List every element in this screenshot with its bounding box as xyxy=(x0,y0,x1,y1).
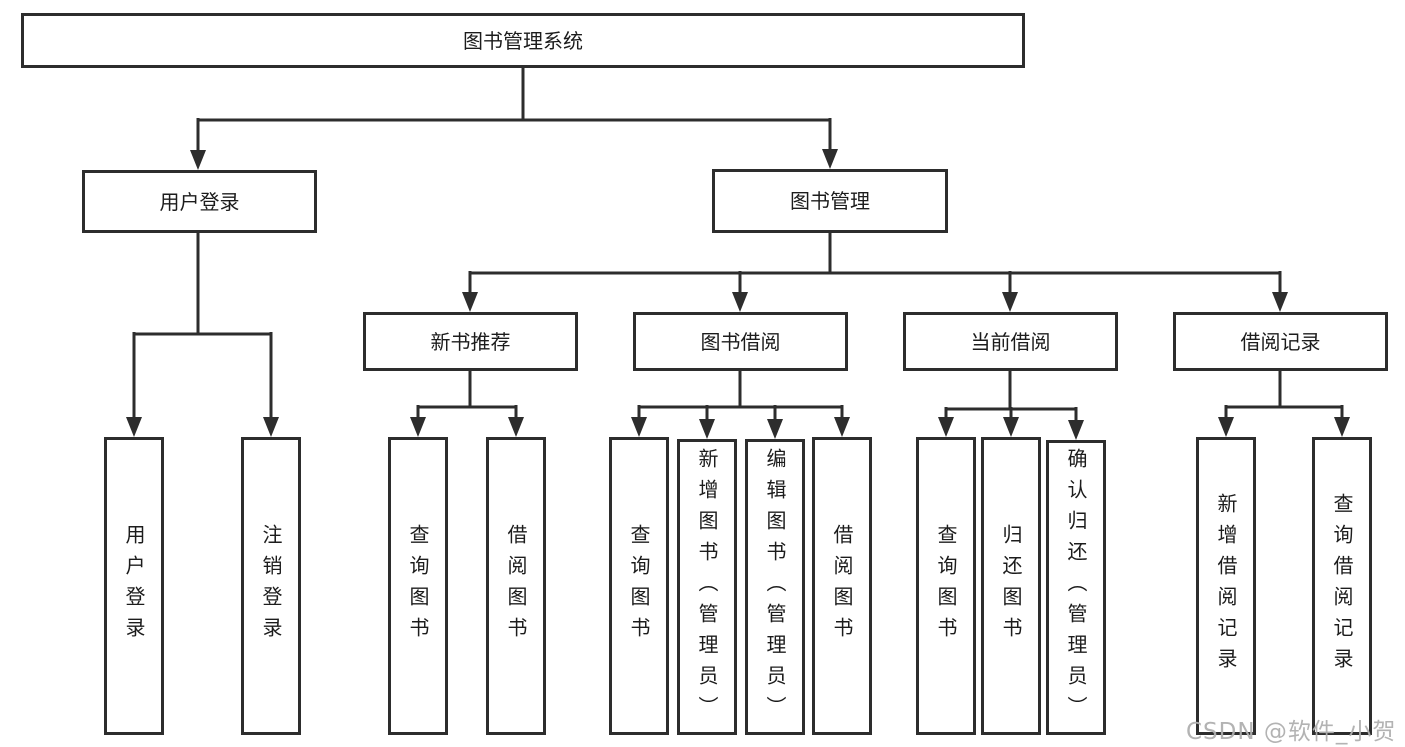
node-label: 借阅记录 xyxy=(1240,329,1321,354)
leaf-query-books-current: 查询图书 xyxy=(916,437,976,735)
node-new-book-recommend: 新书推荐 xyxy=(363,312,578,371)
leaf-add-borrow-record: 新增借阅记录 xyxy=(1196,437,1256,735)
node-book-borrow: 图书借阅 xyxy=(633,312,848,371)
node-label: 查询图书 xyxy=(934,524,958,648)
csdn-watermark: CSDN @软件_小贺同学 xyxy=(1186,719,1397,745)
node-label: 查询借阅记录 xyxy=(1330,493,1354,679)
node-label: 新增借阅记录 xyxy=(1214,493,1238,679)
edge-user-login-to-leaves xyxy=(126,233,279,437)
leaf-borrow-books-recommend: 借阅图书 xyxy=(486,437,546,735)
node-label: 归还图书 xyxy=(999,524,1023,648)
leaf-logout: 注销登录 xyxy=(241,437,301,735)
node-label: 编辑图书（管理员） xyxy=(763,447,787,727)
node-current-borrow: 当前借阅 xyxy=(903,312,1118,371)
node-label: 查询图书 xyxy=(627,524,651,648)
leaf-query-books-recommend: 查询图书 xyxy=(388,437,448,735)
edge-book-management-to-level3 xyxy=(462,233,1288,312)
node-label: 确认归还（管理员） xyxy=(1064,448,1088,727)
leaf-confirm-return-admin: 确认归还（管理员） xyxy=(1046,440,1106,735)
leaf-borrow-books: 借阅图书 xyxy=(812,437,872,735)
node-label: 图书借阅 xyxy=(700,329,781,354)
edge-borrow-records-to-leaves xyxy=(1218,371,1350,437)
leaf-user-login: 用户登录 xyxy=(104,437,164,735)
leaf-query-books-borrow: 查询图书 xyxy=(609,437,669,735)
node-library-management-system: 图书管理系统 xyxy=(21,13,1025,68)
leaf-add-book-admin: 新增图书（管理员） xyxy=(677,439,737,735)
node-label: 查询图书 xyxy=(406,524,430,648)
node-label: 图书管理 xyxy=(790,189,870,213)
leaf-return-book: 归还图书 xyxy=(981,437,1041,735)
node-label: 新增图书（管理员） xyxy=(695,447,719,727)
node-borrow-records: 借阅记录 xyxy=(1173,312,1388,371)
edge-current-borrow-to-leaves xyxy=(938,371,1084,440)
edge-root-to-level2 xyxy=(190,68,838,170)
node-label: 用户登录 xyxy=(122,524,146,648)
edge-new-books-to-leaves xyxy=(410,371,524,437)
node-label: 当前借阅 xyxy=(970,329,1051,354)
node-label: 借阅图书 xyxy=(504,524,528,648)
node-label: 注销登录 xyxy=(259,524,283,648)
leaf-edit-book-admin: 编辑图书（管理员） xyxy=(745,439,805,735)
node-label: 新书推荐 xyxy=(430,329,511,354)
node-book-management: 图书管理 xyxy=(712,169,948,233)
node-label: 借阅图书 xyxy=(830,524,854,648)
node-label: 用户登录 xyxy=(159,189,240,214)
node-label: 图书管理系统 xyxy=(463,28,583,53)
node-user-login: 用户登录 xyxy=(82,170,317,233)
leaf-query-borrow-record: 查询借阅记录 xyxy=(1312,437,1372,735)
edge-book-borrow-to-leaves xyxy=(631,371,850,439)
